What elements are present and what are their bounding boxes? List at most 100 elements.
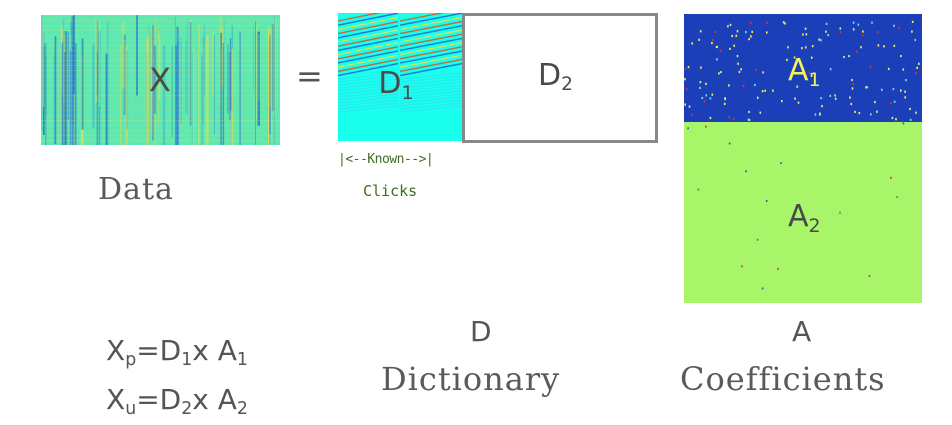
x-texture-stripe <box>273 17 276 116</box>
d1-chirp-line <box>399 96 462 104</box>
a1-coefficient-dot <box>810 56 813 59</box>
d1-chirp-line <box>338 78 399 86</box>
x-texture-stripe <box>212 29 214 97</box>
a1-label: A1 <box>788 53 821 91</box>
a1-coefficient-dot <box>748 110 750 113</box>
x-texture-stripe <box>253 24 255 90</box>
x-texture-stripe <box>272 22 274 143</box>
x-texture-stripe <box>220 32 223 145</box>
a1-coefficient-dot <box>749 22 752 25</box>
d1-chirp-line <box>399 41 462 56</box>
a1-coefficient-dot <box>829 68 832 71</box>
a1-coefficient-dot <box>705 82 707 85</box>
x-texture-stripe <box>229 38 232 111</box>
coefficients-a2-matrix: A2 <box>684 122 922 303</box>
x-texture-stripe <box>193 46 195 145</box>
a1-coefficient-dot <box>898 27 900 30</box>
d1-chirp-line <box>338 20 399 35</box>
d1-chirp-line <box>338 72 399 80</box>
a1-coefficient-dot <box>688 105 691 108</box>
d1-chirp-line <box>338 96 399 104</box>
x-texture-stripe <box>61 44 63 145</box>
a2-coefficient-dot <box>687 127 689 130</box>
a1-coefficient-dot <box>687 66 690 69</box>
x-texture-stripe <box>273 15 275 145</box>
x-texture-stripe <box>123 39 127 145</box>
x-texture-band <box>41 110 280 112</box>
x-texture-stripe <box>205 46 206 145</box>
a1-coefficient-dot <box>733 117 735 121</box>
a1-coefficient-dot <box>761 90 764 93</box>
d1-chirp-line <box>399 37 462 52</box>
x-texture-band <box>41 90 280 92</box>
a2-label: A2 <box>788 199 821 237</box>
d1-chirp-line <box>338 75 399 83</box>
a1-coefficient-dot <box>723 102 726 105</box>
d1-chirp-line <box>338 16 399 31</box>
x-texture-stripe <box>72 15 75 94</box>
a1-coefficient-dot <box>811 45 814 48</box>
x-texture-stripe <box>158 24 160 125</box>
x-texture-stripe <box>255 21 256 145</box>
d1-chirp-line <box>338 50 399 64</box>
a1-coefficient-dot <box>854 110 856 113</box>
a1-coefficient-dot <box>827 34 829 37</box>
x-texture-stripe <box>198 48 200 124</box>
a2-coefficient-dot <box>761 287 764 290</box>
a1-coefficient-dot <box>839 31 842 34</box>
d1-chirp-line <box>399 72 462 80</box>
x-texture-band <box>41 120 280 122</box>
x-texture-stripe <box>54 36 57 144</box>
a1-coefficient-dot <box>784 22 786 25</box>
a1-coefficient-dot <box>914 38 917 42</box>
a1-coefficient-dot <box>781 100 783 103</box>
a1-coefficient-dot <box>699 86 701 89</box>
x-texture-band <box>41 35 280 37</box>
d1-chirp-line <box>338 105 399 113</box>
a1-coefficient-dot <box>892 88 895 91</box>
a1-coefficient-dot <box>865 86 867 89</box>
a1-coefficient-dot <box>848 55 850 58</box>
dictionary-label: Dictionary <box>381 360 561 398</box>
a1-coefficient-dot <box>861 34 864 37</box>
x-texture-stripe <box>96 51 98 145</box>
a1-coefficient-dot <box>718 72 720 75</box>
a1-coefficient-dot <box>905 79 907 82</box>
a1-coefficient-dot <box>724 98 726 101</box>
equals-sign: = <box>296 57 323 95</box>
x-texture-stripe <box>186 20 188 115</box>
x-texture-stripe <box>256 23 258 119</box>
x-texture-stripe <box>136 15 138 96</box>
a1-coefficient-dot <box>786 58 788 61</box>
a1-coefficient-dot <box>754 83 756 87</box>
a2-coefficient-dot <box>756 238 759 241</box>
x-texture-band <box>41 60 280 62</box>
d1-chirp-line <box>399 46 462 60</box>
x-texture-stripe <box>73 49 76 145</box>
a1-coefficient-dot <box>893 100 896 103</box>
x-texture-stripe <box>153 45 157 114</box>
a1-coefficient-dot <box>735 34 738 37</box>
a2-coefficient-dot <box>868 275 871 277</box>
a1-coefficient-dot <box>716 58 718 61</box>
a1-coefficient-dot <box>904 96 906 99</box>
a1-coefficient-dot <box>759 111 762 114</box>
d1-chirp-line <box>399 50 462 64</box>
a1-coefficient-dot <box>851 87 854 90</box>
a2-coefficient-dot <box>697 188 700 191</box>
x-texture-stripe <box>41 15 43 131</box>
x-texture-stripe <box>253 52 255 145</box>
x-texture-band <box>41 65 280 67</box>
a1-coefficient-dot <box>802 33 804 36</box>
a1-coefficient-dot <box>911 30 913 33</box>
x-texture-band <box>41 125 280 127</box>
x-texture-band <box>41 135 280 137</box>
d1-chirp-line <box>338 99 399 107</box>
x-texture-stripe <box>223 19 225 91</box>
d1-chirp-line <box>399 54 462 68</box>
a1-coefficient-dot <box>711 93 714 96</box>
a1-coefficient-dot <box>750 35 752 38</box>
a1-coefficient-dot <box>709 116 712 120</box>
d1-chirp-line <box>399 25 462 39</box>
a1-coefficient-dot <box>829 94 832 97</box>
